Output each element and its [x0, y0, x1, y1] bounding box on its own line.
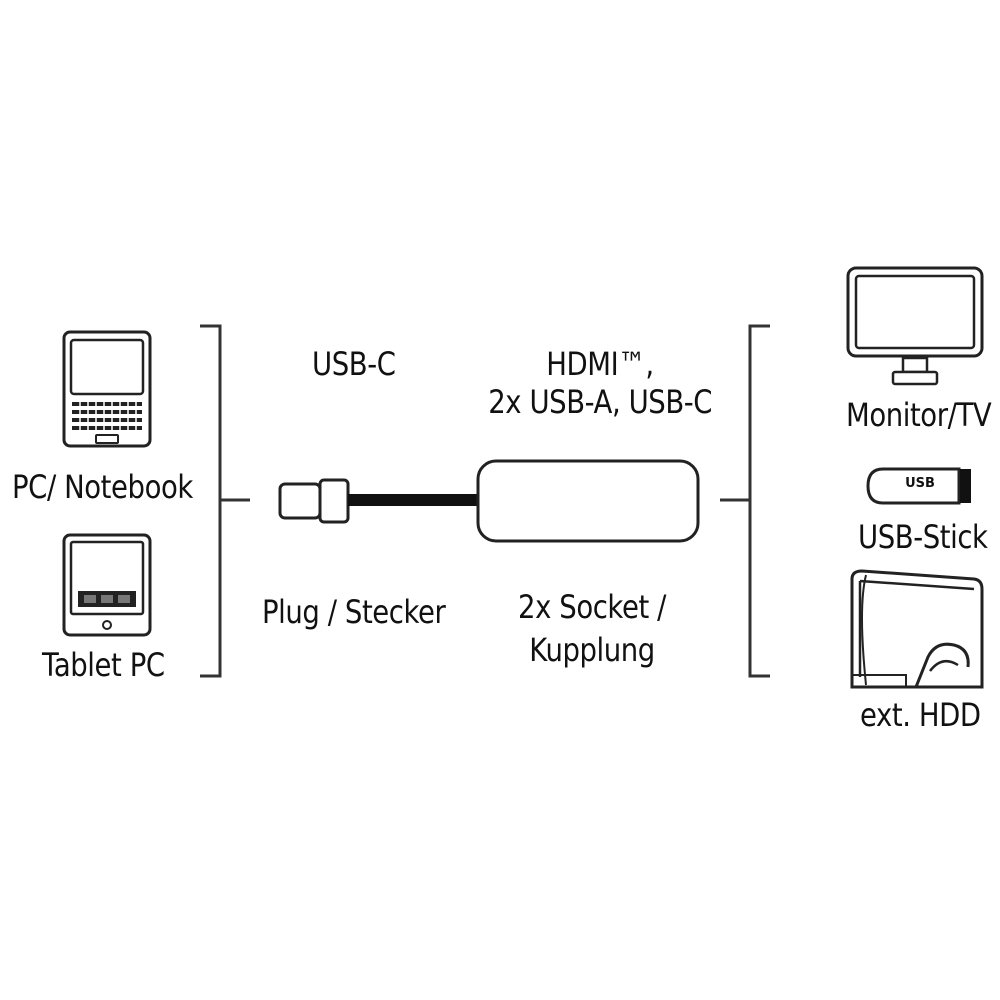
monitor-icon [846, 266, 984, 386]
hub-ports-line1: HDMI™, [546, 345, 654, 383]
right-bracket [720, 324, 770, 678]
socket-line1: 2x Socket / [518, 588, 666, 626]
usb-stick-print: USB [905, 476, 935, 491]
monitor-label: Monitor/TV [846, 396, 992, 434]
usb-c-plug-icon [278, 478, 350, 524]
left-bracket [200, 324, 250, 678]
notebook-icon [62, 330, 152, 448]
external-hdd-icon [850, 569, 984, 689]
usb-c-label: USB-C [312, 345, 396, 383]
usb-stick-icon [866, 467, 971, 505]
plug-label: Plug / Stecker [262, 593, 446, 631]
hdd-label: ext. HDD [860, 696, 981, 734]
socket-line2: Kupplung [529, 631, 655, 669]
tablet-icon [62, 533, 152, 637]
notebook-label: PC/ Notebook [12, 468, 193, 506]
tablet-label: Tablet PC [42, 646, 165, 684]
usb-stick-label: USB-Stick [858, 518, 988, 556]
hub-body-icon [476, 459, 700, 543]
hub-ports-line2: 2x USB-A, USB-C [488, 383, 713, 421]
